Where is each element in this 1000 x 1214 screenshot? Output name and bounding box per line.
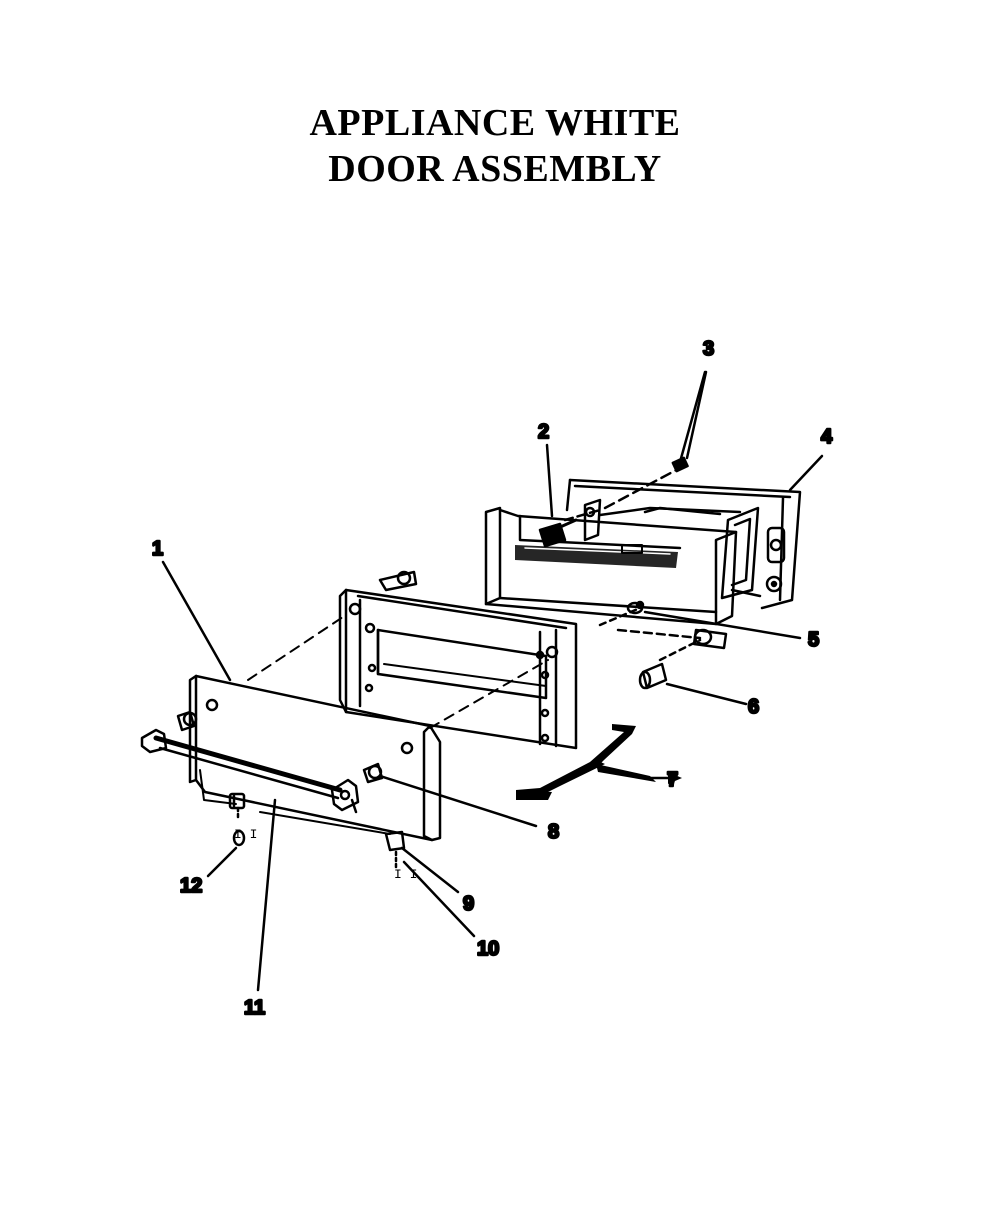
callout-8: 8	[548, 821, 559, 843]
callout-5: 5	[808, 629, 819, 651]
part-11-handle	[140, 728, 360, 814]
title-line-2: DOOR ASSEMBLY	[328, 148, 662, 190]
inner-box-frame	[484, 498, 742, 626]
callout-3: 3	[703, 338, 714, 360]
callout-4: 4	[821, 426, 833, 448]
leader-lines	[161, 370, 824, 992]
callout-7: 7	[667, 769, 678, 791]
diagram-title: APPLIANCE WHITE DOOR ASSEMBLY	[0, 100, 990, 192]
hinge-hardware: I I I I	[199, 769, 417, 882]
parts-5-6-hardware	[598, 600, 728, 690]
callout-2: 2	[538, 421, 549, 443]
callout-1: 1	[152, 538, 163, 560]
svg-text:I I: I I	[394, 867, 417, 882]
title-line-1: APPLIANCE WHITE	[309, 102, 681, 144]
callout-11: 11	[244, 997, 265, 1019]
arrowheads	[668, 772, 682, 784]
part-1-door-frame	[338, 570, 578, 750]
callout-6: 6	[748, 696, 759, 718]
callout-9: 9	[463, 893, 474, 915]
svg-text:I I: I I	[234, 827, 257, 842]
part-4-rear-housing	[565, 478, 802, 610]
callout-10: 10	[477, 938, 499, 960]
alignment-lines	[247, 614, 549, 729]
part-7-flat-bracket	[516, 724, 656, 800]
part-3-screws	[556, 456, 689, 530]
front-door-panel	[176, 674, 442, 842]
callout-12: 12	[180, 875, 202, 897]
